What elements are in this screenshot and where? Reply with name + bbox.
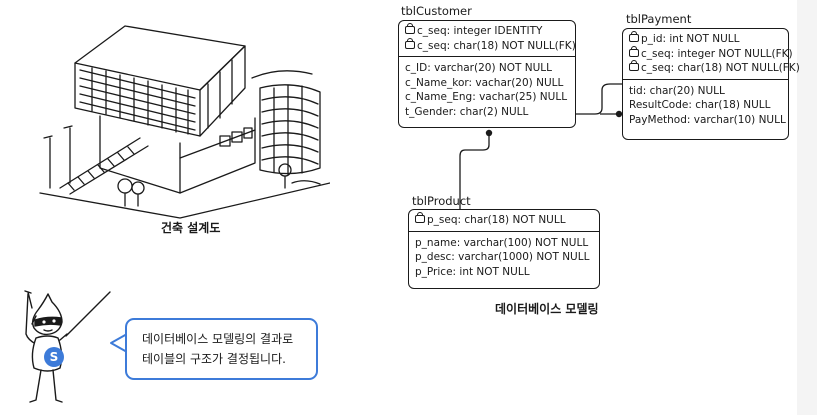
payment-keys: p_id: int NOT NULL c_seq: integer NOT NU… — [623, 29, 800, 80]
customer-columns: c_ID: varchar(20) NOT NULL c_Name_kor: v… — [399, 57, 575, 123]
customer-column-row: c_Name_kor: vachar(20) NULL — [405, 76, 564, 89]
product-column-row: p_desc: varchar(1000) NOT NULL — [415, 251, 590, 263]
customer-table-title: tblCustomer — [401, 4, 472, 18]
payment-table: p_id: int NOT NULL c_seq: integer NOT NU… — [622, 28, 800, 140]
speech-bubble: 데이터베이스 모델링의 결과로 테이블의 구조가 결정됩니다. — [125, 318, 318, 380]
mascot-illustration — [24, 290, 111, 403]
key-icon — [405, 23, 415, 34]
speech-bubble-tail — [110, 333, 128, 353]
mascot-badge: S — [44, 347, 64, 367]
product-columns: p_name: varchar(100) NOT NULL p_desc: va… — [409, 232, 599, 284]
key-icon — [405, 37, 415, 49]
left-caption: 건축 설계도 — [161, 221, 221, 235]
payment-table-title: tblPayment — [626, 12, 692, 26]
payment-column-row: ResultCode: char(18) NULL — [629, 99, 771, 111]
payment-column-row: tid: char(20) NULL — [629, 84, 725, 97]
product-table: p_seq: char(18) NOT NULL p_name: varchar… — [408, 209, 600, 289]
speech-line-2: 테이블의 구조가 결정됩니다. — [142, 352, 286, 366]
payment-column-row: PayMethod: varchar(10) NULL — [629, 113, 786, 126]
customer-key-row: c_seq: integer IDENTITY — [405, 23, 569, 39]
right-caption: 데이터베이스 모델링 — [495, 302, 599, 316]
product-column-row: p_Price: int NOT NULL — [415, 265, 530, 278]
payment-key-row: c_seq: integer NOT NULL(FK) — [629, 45, 793, 62]
product-key-row: p_seq: char(18) NOT NULL — [415, 212, 593, 228]
building-sketch — [39, 25, 330, 219]
customer-table: c_seq: integer IDENTITY c_seq: char(18) … — [398, 20, 576, 128]
customer-column-row: c_Name_Eng: vachar(25) NULL — [405, 91, 568, 103]
key-icon — [629, 45, 639, 57]
payment-columns: tid: char(20) NULL ResultCode: char(18) … — [623, 80, 788, 132]
key-icon — [629, 60, 639, 71]
customer-column-row: c_ID: varchar(20) NOT NULL — [405, 62, 552, 74]
key-icon — [629, 31, 639, 42]
product-keys: p_seq: char(18) NOT NULL — [409, 210, 599, 232]
right-edge-strip — [797, 0, 817, 415]
customer-keys: c_seq: integer IDENTITY c_seq: char(18) … — [399, 21, 576, 57]
product-column-row: p_name: varchar(100) NOT NULL — [415, 236, 589, 249]
product-table-title: tblProduct — [412, 194, 471, 208]
payment-key-row: p_id: int NOT NULL — [629, 31, 782, 47]
customer-key-row: c_seq: char(18) NOT NULL(FK) — [405, 37, 576, 54]
speech-line-1: 데이터베이스 모델링의 결과로 — [142, 332, 294, 346]
key-icon — [415, 212, 425, 223]
customer-column-row: t_Gender: char(2) NULL — [405, 105, 529, 118]
payment-key-row: c_seq: char(18) NOT NULL(FK) — [629, 60, 800, 76]
